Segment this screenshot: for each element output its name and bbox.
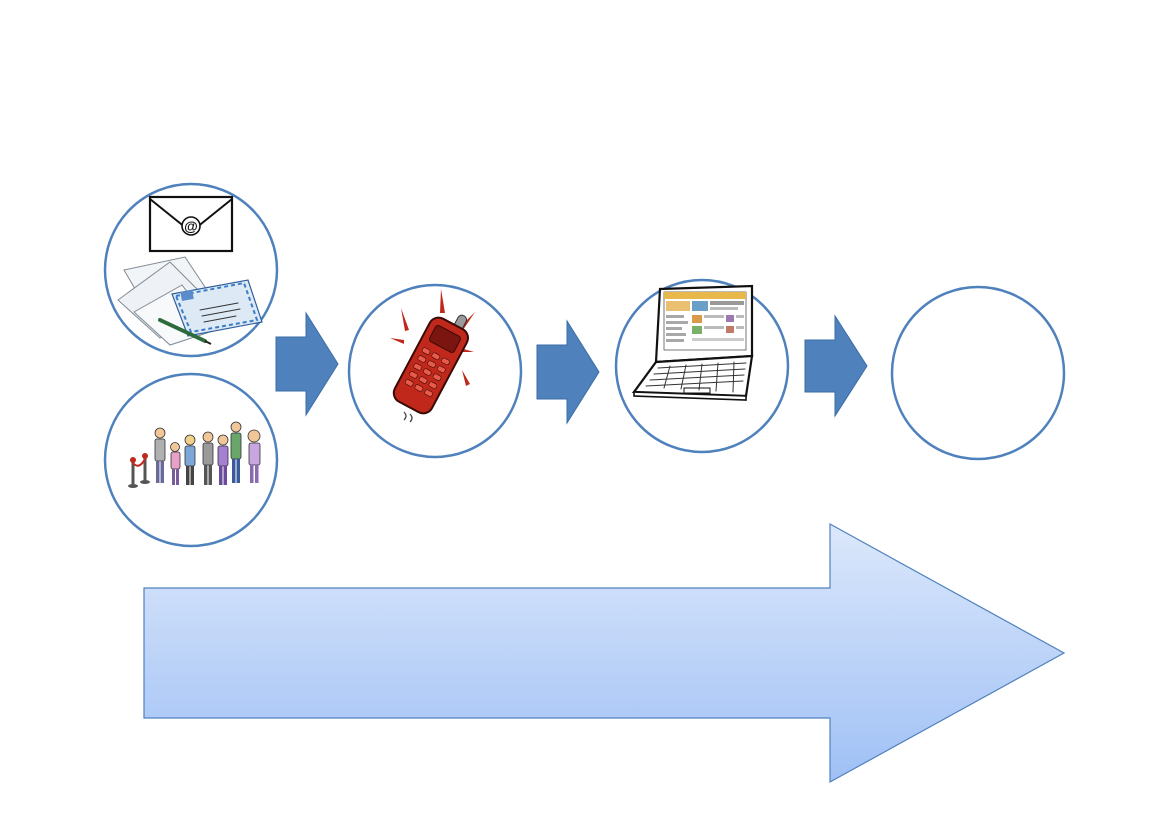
mail-node: @ — [103, 182, 279, 358]
big-process-arrow — [143, 522, 1066, 784]
flow-arrow-3 — [804, 314, 868, 418]
laptop-icon — [631, 284, 754, 401]
phone-node — [347, 283, 523, 459]
empty-circle — [890, 285, 1066, 461]
people-queue-icon — [128, 421, 261, 488]
flow-arrow-1 — [275, 311, 339, 417]
mail-envelope-icon: @ — [117, 195, 263, 346]
laptop-node — [614, 278, 790, 454]
mobile-phone-icon — [390, 289, 475, 423]
queue-node — [103, 372, 279, 548]
svg-text:@: @ — [184, 218, 198, 234]
empty-node — [890, 285, 1066, 461]
flow-arrow-2 — [536, 319, 600, 425]
